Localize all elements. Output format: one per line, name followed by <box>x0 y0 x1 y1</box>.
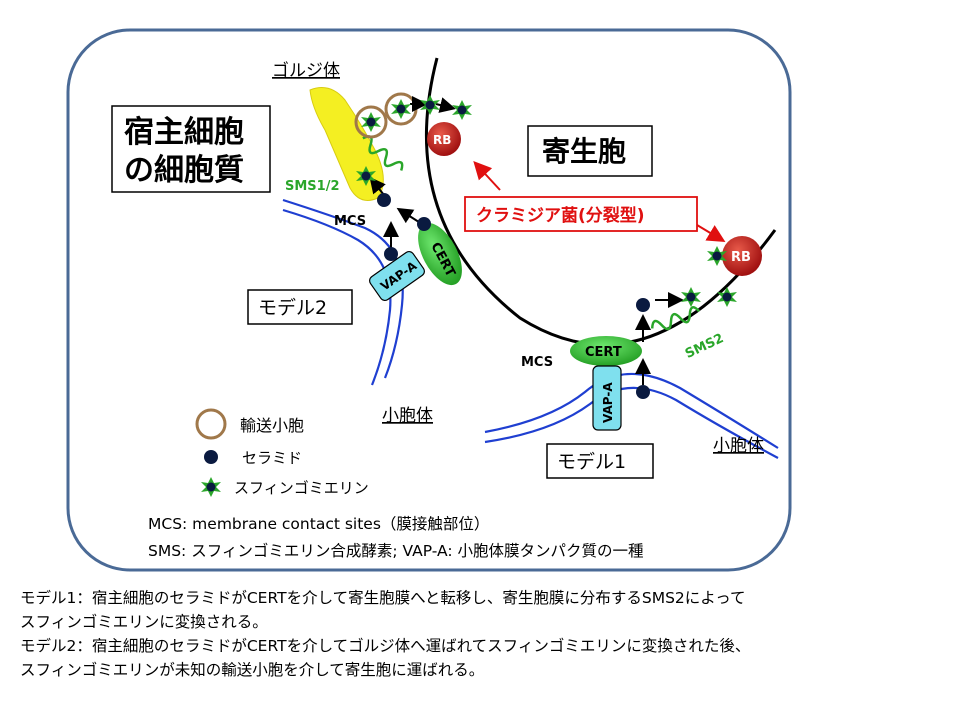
sms2-label: SMS2 <box>683 331 726 362</box>
legend-vesicle-icon <box>195 408 227 440</box>
ceramide <box>636 298 650 312</box>
model2-box <box>247 289 353 325</box>
sphingomyelin <box>361 112 381 132</box>
mcs-label-model1: MCS <box>521 355 553 370</box>
rb-bacterium <box>427 122 461 156</box>
sms12-protein <box>362 135 404 171</box>
model1-box <box>546 443 654 479</box>
sphingomyelin <box>356 166 376 186</box>
arrow <box>369 176 386 196</box>
chlamydia-box <box>464 196 698 232</box>
cert-protein-model2 <box>418 222 462 286</box>
frame-border <box>66 28 792 572</box>
note-line1: モデル1：宿主細胞のセラミドがCERTを介して寄生胞膜へと転移し、寄生胞膜に分布… <box>20 589 746 607</box>
note-line2: スフィンゴミエリンに変換される。 <box>20 613 268 631</box>
definition-mcs: MCS: membrane contact sites（膜接触部位） <box>148 515 490 533</box>
inclusion-box <box>527 125 653 177</box>
sphingomyelin <box>420 95 440 115</box>
note-line4: スフィンゴミエリンが未知の輸送小胞を介して寄生胞に運ばれる。 <box>20 661 485 679</box>
model1-label: モデル1 <box>557 451 626 473</box>
arrow <box>435 97 456 113</box>
host-cytoplasm-label-line1: 宿主細胞 <box>124 115 244 150</box>
ceramide <box>417 217 431 231</box>
cert-label-model1: CERT <box>585 345 622 360</box>
model2-label: モデル2 <box>258 297 327 319</box>
sphingomyelin <box>717 287 737 307</box>
sms2-protein <box>650 306 701 331</box>
legend-sphingomyelin-icon <box>201 477 221 497</box>
vapa-label-model1: VAP-A <box>601 382 615 423</box>
definition-sms: SMS: スフィンゴミエリン合成酵素; VAP-A: 小胞体膜タンパク質の一種 <box>148 542 644 560</box>
er-membrane-model1-inner <box>484 386 779 459</box>
inclusion-label: 寄生胞 <box>542 135 626 168</box>
er-label-model2: 小胞体 <box>382 406 433 426</box>
ceramide <box>636 385 650 399</box>
sms12-label: SMS1/2 <box>285 179 340 194</box>
rb-bacterium <box>722 236 762 276</box>
er-membrane-model2-inner <box>282 208 392 386</box>
legend-ceramide-label: セラミド <box>242 449 302 467</box>
mcs-label-model2: MCS <box>334 214 366 229</box>
note-line3: モデル2：宿主細胞のセラミドがCERTを介してゴルジ体へ運ばれてスフィンゴミエリ… <box>20 637 751 655</box>
host-cytoplasm-label-line2: の細胞質 <box>124 153 244 188</box>
rb-label: RB <box>731 250 751 265</box>
sphingomyelin <box>681 287 701 307</box>
chlamydia-label: クラミジア菌(分裂型) <box>476 205 645 226</box>
legend-vesicle-label: 輸送小胞 <box>240 416 304 435</box>
legend-ceramide-icon <box>204 450 218 464</box>
sphingomyelin <box>391 99 411 119</box>
legend-sphingomyelin-label: スフィンゴミエリン <box>234 479 369 497</box>
er-label-model1: 小胞体 <box>713 436 764 456</box>
sphingomyelin <box>707 246 727 266</box>
transport-vesicle <box>354 105 388 139</box>
golgi-label: ゴルジ体 <box>272 60 340 81</box>
rb-label: RB <box>433 133 451 147</box>
sphingomyelin <box>452 100 472 120</box>
vapa-protein-model2 <box>369 250 425 302</box>
cert-protein-model1 <box>570 336 642 366</box>
ceramide <box>384 247 398 261</box>
ceramide <box>377 193 391 207</box>
er-membrane-model1-outer <box>484 372 779 449</box>
chlamydia-pointer-arrow <box>473 161 501 191</box>
host-cytoplasm-box <box>111 105 271 193</box>
vapa-protein-model1 <box>592 365 622 431</box>
